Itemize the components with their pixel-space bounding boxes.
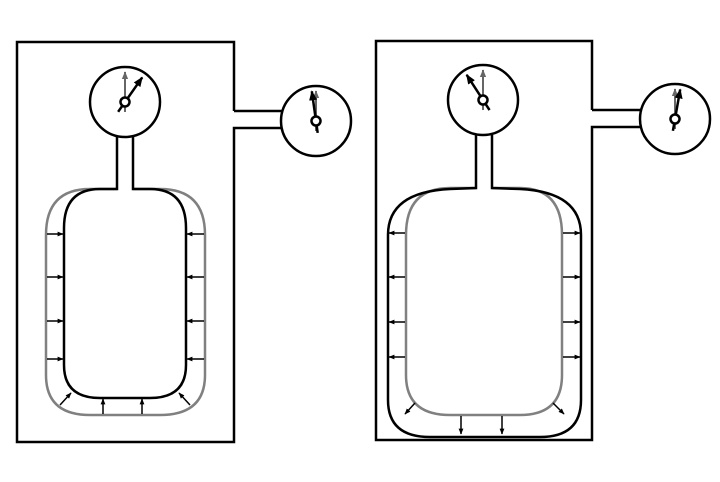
pressure-arrow (552, 402, 565, 415)
panel-right (374, 39, 712, 442)
outer-gauge-needle (309, 90, 322, 134)
reference-outline (404, 186, 564, 417)
bag-outline (386, 135, 583, 439)
inner-gauge-needle (117, 71, 144, 113)
pressure-arrows (47, 231, 204, 414)
container-box (374, 39, 643, 442)
pressure-arrows (388, 230, 581, 435)
reference-outline (44, 187, 207, 417)
panel-left (15, 40, 353, 444)
pressure-arrow (178, 392, 191, 406)
pressure-arrow (404, 402, 416, 415)
needle-pivot (119, 96, 131, 108)
needle-pivot (477, 94, 489, 106)
inner-gauge-needle (465, 69, 491, 111)
container-box (15, 40, 285, 444)
outer-gauge-needle (669, 88, 683, 132)
bag-outline (62, 137, 188, 400)
needle-pivot (310, 115, 322, 127)
needle-pivot (669, 113, 681, 125)
pressure-arrow (59, 392, 72, 406)
